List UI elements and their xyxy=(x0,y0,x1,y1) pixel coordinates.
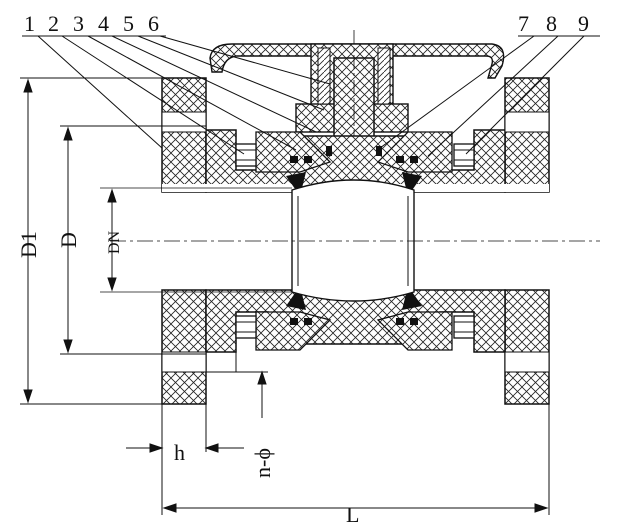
dim-dn-label: DN xyxy=(106,230,123,254)
callout-3: 3 xyxy=(73,11,84,36)
callout-9: 9 xyxy=(578,11,589,36)
upper-bolts xyxy=(235,143,475,167)
dim-d-label: D xyxy=(56,232,81,248)
callout-2: 2 xyxy=(48,11,59,36)
callout-6: 6 xyxy=(148,11,159,36)
dim-h-label: h xyxy=(174,440,185,465)
callout-7: 7 xyxy=(518,11,529,36)
callout-4: 4 xyxy=(98,11,109,36)
dim-l-label: L xyxy=(346,502,359,527)
callout-8: 8 xyxy=(546,11,557,36)
callout-1: 1 xyxy=(24,11,35,36)
callout-leaders xyxy=(22,35,600,157)
hand-lever xyxy=(209,43,505,79)
valve-body-lower xyxy=(161,289,550,405)
dim-d1-label: D1 xyxy=(16,231,41,258)
callout-5: 5 xyxy=(123,11,134,36)
dimension-lines xyxy=(20,77,550,515)
dimension-labels: D1 D DN h n-ϕ L xyxy=(16,230,359,527)
dim-n-phi-label: n-ϕ xyxy=(250,448,275,478)
lower-bolts xyxy=(235,315,475,339)
valve-ball xyxy=(291,179,415,302)
callout-numbers: 1 2 3 4 5 6 7 8 9 xyxy=(24,11,589,36)
